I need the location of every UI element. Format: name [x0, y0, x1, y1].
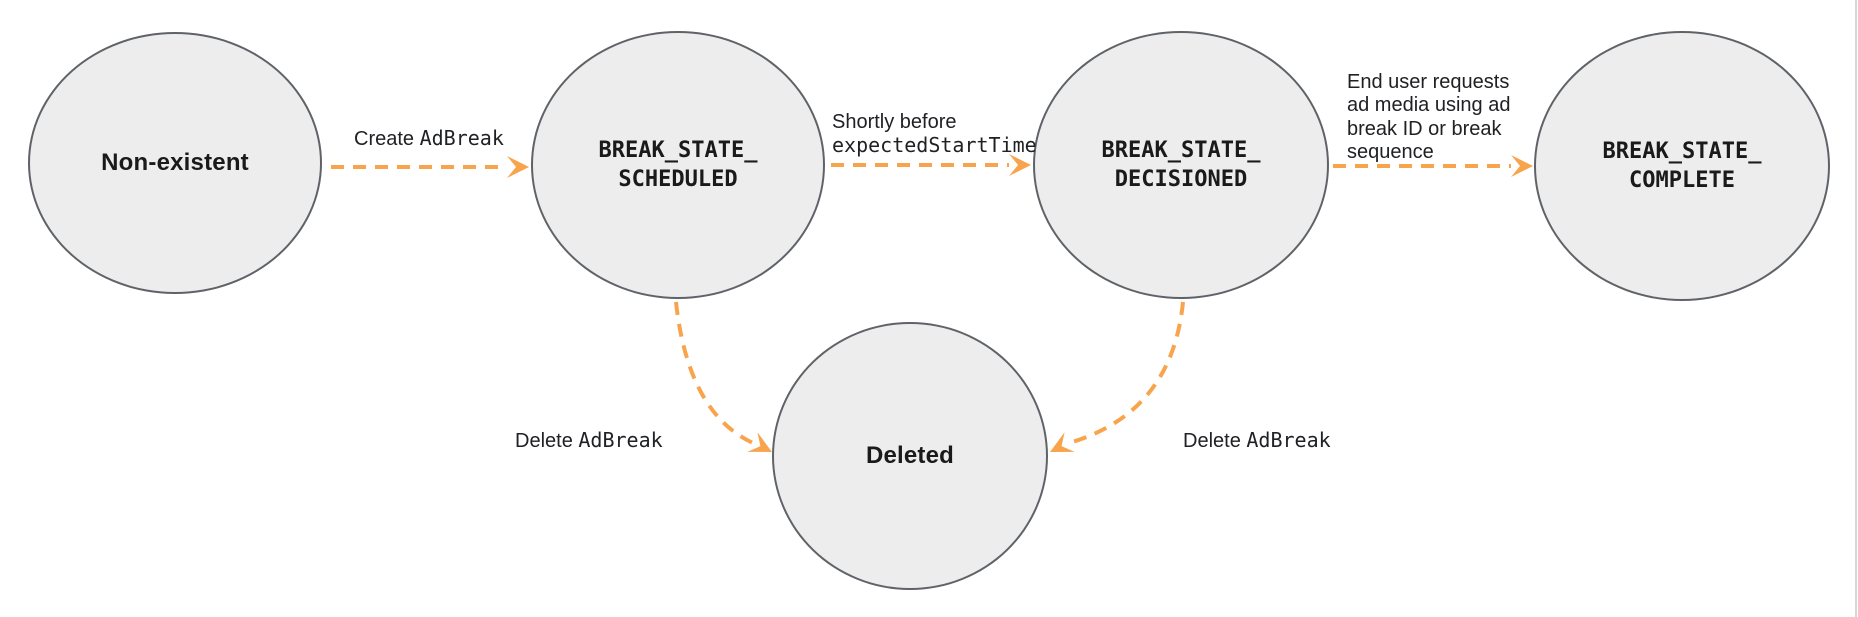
edge-label-delete-adbreak-left: Delete AdBreak [515, 428, 663, 453]
state-node-break-state-scheduled: BREAK_STATE_ SCHEDULED [531, 31, 825, 299]
arrow-delete-adbreak-left [674, 301, 772, 452]
code-text: expectedStartTime [832, 133, 1037, 158]
state-label: Deleted [865, 442, 955, 469]
code-text: AdBreak [419, 126, 504, 151]
code-text: AdBreak [1246, 428, 1331, 453]
state-label: BREAK_STATE_ SCHEDULED [598, 137, 758, 192]
state-node-non-existent: Non-existent [28, 32, 322, 294]
edge-label-shortly-before: Shortly before expectedStartTime [832, 111, 1037, 158]
state-node-break-state-decisioned: BREAK_STATE_ DECISIONED [1033, 31, 1329, 299]
state-node-deleted: Deleted [772, 322, 1048, 590]
edge-label-end-user-requests: End user requests ad media using ad brea… [1347, 71, 1511, 163]
page-edge-divider [1855, 0, 1857, 617]
state-node-break-state-complete: BREAK_STATE_ COMPLETE [1534, 31, 1830, 301]
arrow-create-adbreak [331, 156, 529, 178]
state-label: BREAK_STATE_ DECISIONED [1101, 137, 1261, 192]
code-text: AdBreak [578, 428, 663, 453]
state-label: Non-existent [101, 149, 249, 176]
arrow-delete-adbreak-right [1050, 301, 1185, 452]
state-label: BREAK_STATE_ COMPLETE [1602, 138, 1762, 193]
edge-label-delete-adbreak-right: Delete AdBreak [1183, 428, 1331, 453]
edge-label-create-adbreak: Create AdBreak [354, 126, 504, 151]
